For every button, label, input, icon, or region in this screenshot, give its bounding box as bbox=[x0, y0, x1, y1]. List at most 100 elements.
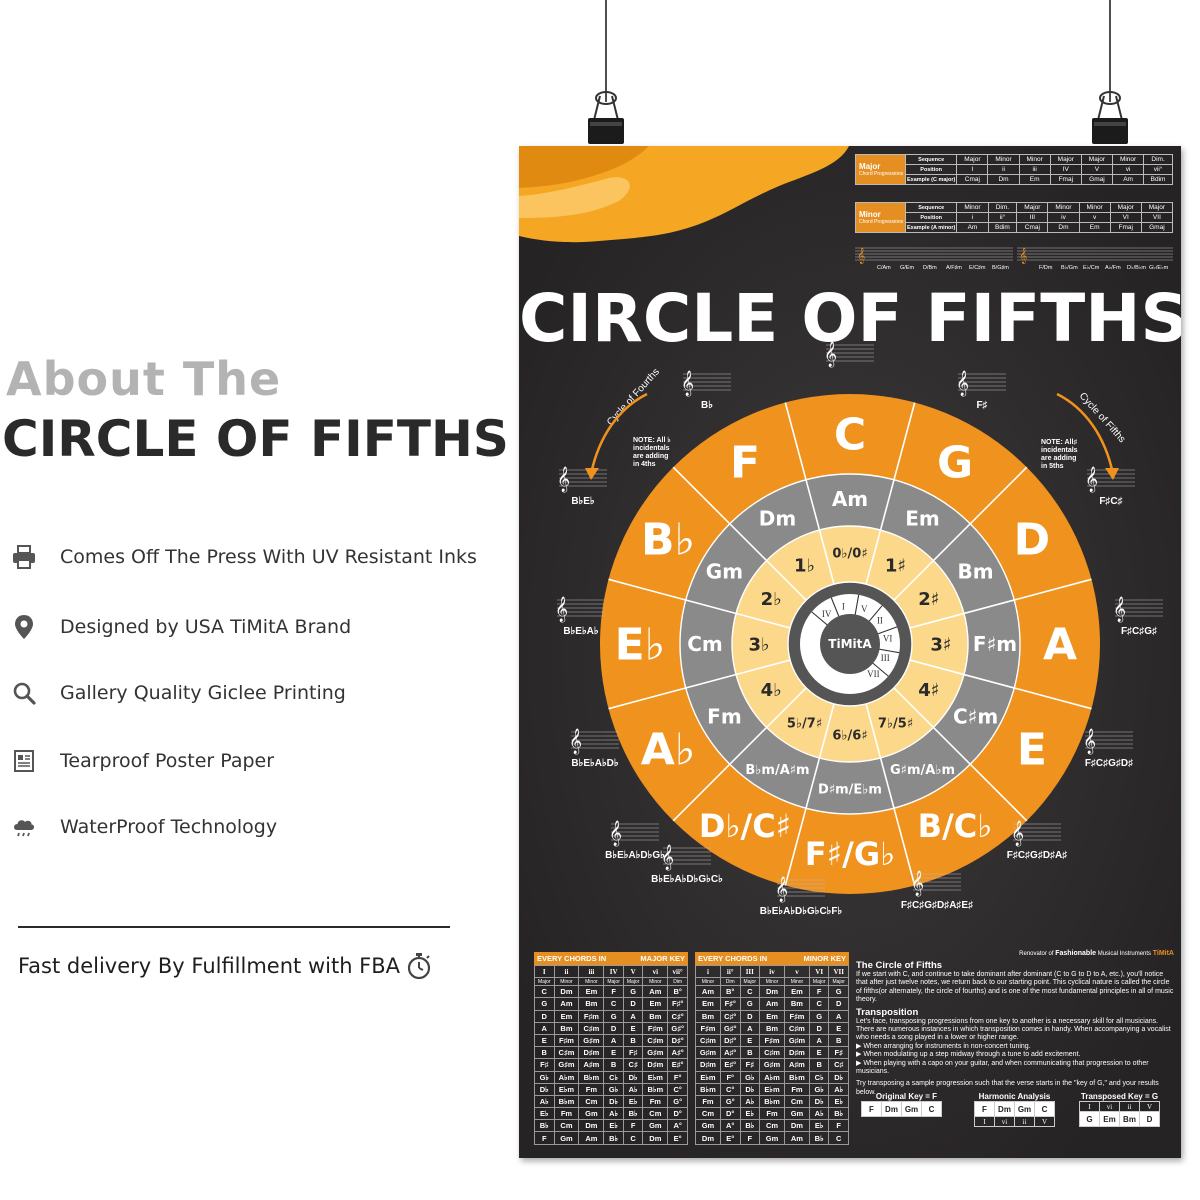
staff-label: E♭/Cm bbox=[1083, 264, 1100, 271]
svg-text:𝄞: 𝄞 bbox=[911, 870, 924, 896]
brand-logo: TiMitA bbox=[828, 637, 872, 651]
minor-key-label: D♯m/E♭m bbox=[818, 783, 882, 798]
key-signature: 𝄞B♭E♭A♭D♭G♭C♭ bbox=[651, 844, 723, 885]
heading-about: About The bbox=[6, 352, 282, 406]
staff-label: F/Dm bbox=[1039, 265, 1053, 271]
accidental-label: 0♭/0♯ bbox=[832, 547, 867, 562]
key-signature-label: F♯C♯G♯D♯A♯E♯ bbox=[901, 900, 973, 911]
printer-icon bbox=[10, 543, 38, 571]
key-signature: 𝄞B♭ bbox=[681, 370, 731, 411]
staff-label: A♭/Fm bbox=[1105, 264, 1121, 271]
staff-label: E/C♯m bbox=[969, 265, 986, 271]
svg-text:𝄞: 𝄞 bbox=[775, 876, 788, 902]
roman-numeral: VII bbox=[867, 669, 880, 679]
accidental-label: 1♭ bbox=[794, 555, 815, 576]
key-signature: 𝄞 B♭E♭A♭D♭G♭C♭F♭ bbox=[760, 876, 843, 917]
circle-paragraph: If we start with C, and continue to take… bbox=[856, 971, 1174, 1004]
svg-text:𝄞: 𝄞 bbox=[555, 596, 568, 622]
accidental-label: 6♭/6♯ bbox=[832, 729, 867, 744]
svg-text:𝄞: 𝄞 bbox=[661, 844, 674, 870]
major-key-label: D♭/C♯ bbox=[699, 807, 791, 845]
accidental-label: 2♯ bbox=[918, 589, 939, 610]
key-signature-label: B♭E♭A♭ bbox=[563, 626, 599, 637]
segment-divider bbox=[865, 402, 916, 585]
transposition-bullets: ▶ When arranging for instruments in non-… bbox=[856, 1042, 1149, 1076]
roman-numeral: I bbox=[842, 602, 845, 612]
staff-label: A/F♯m bbox=[946, 265, 962, 271]
key-signature: 𝄞 B♭E♭A♭ bbox=[555, 596, 605, 637]
svg-text:𝄞: 𝄞 bbox=[569, 728, 582, 754]
segment-divider bbox=[865, 703, 916, 886]
accidental-label: 2♭ bbox=[761, 589, 782, 610]
svg-text:𝄞: 𝄞 bbox=[1019, 248, 1027, 264]
document-icon bbox=[10, 747, 38, 775]
key-signature-label: F♯C♯G♯ bbox=[1121, 626, 1157, 637]
key-signature: 𝄞B♭E♭A♭D♭G♭ bbox=[605, 820, 665, 861]
svg-text:𝄞: 𝄞 bbox=[609, 820, 622, 846]
try-paragraph: Try transposing a sample progression suc… bbox=[856, 1080, 1159, 1096]
staff-label: C/Am bbox=[877, 265, 891, 271]
segment-divider bbox=[893, 466, 1028, 601]
roman-numeral: II bbox=[877, 616, 883, 626]
hanging-clips bbox=[588, 0, 1128, 144]
minor-key-label: Am bbox=[832, 487, 868, 511]
segment-divider bbox=[893, 687, 1028, 822]
minor-key-label: Cm bbox=[687, 632, 723, 656]
note-right: in 5ths bbox=[1041, 463, 1064, 470]
note-left: in 4ths bbox=[633, 461, 656, 468]
key-signature-label: B♭E♭A♭D♭G♭C♭F♭ bbox=[760, 906, 843, 917]
major-key-label: F bbox=[730, 438, 760, 489]
staff-label: G♭/E♭m bbox=[1149, 264, 1169, 271]
key-signature-label: B♭E♭ bbox=[571, 496, 595, 507]
staff-label: B♭/Gm bbox=[1061, 264, 1078, 271]
svg-text:𝄞: 𝄞 bbox=[824, 341, 837, 367]
svg-text:𝄞: 𝄞 bbox=[1083, 728, 1096, 754]
minor-key-label: Gm bbox=[706, 560, 743, 584]
segment-divider bbox=[909, 659, 1092, 710]
segment-divider bbox=[784, 703, 835, 886]
poster-artwork: CGDAEB/C♭F♯/G♭D♭/C♯A♭E♭B♭FAmEmBmF♯mC♯mG♯… bbox=[519, 146, 1181, 1158]
location-pin-icon bbox=[10, 613, 38, 641]
major-key-label: B/C♭ bbox=[918, 807, 993, 845]
feature-label: Designed by USA TiMitA Brand bbox=[60, 616, 352, 638]
segment-divider bbox=[672, 687, 807, 822]
feature-item-waterproof: WaterProof Technology bbox=[10, 812, 277, 842]
svg-text:𝄞: 𝄞 bbox=[1113, 596, 1126, 622]
key-signature: 𝄞F♯C♯G♯D♯A♯ bbox=[1007, 820, 1068, 861]
heading-circle-of-fifths: CIRCLE OF FIFTHS bbox=[2, 410, 509, 468]
major-key-label: B♭ bbox=[641, 514, 695, 565]
minor-key-label: Em bbox=[905, 506, 940, 530]
staff-label: D♭/B♭m bbox=[1127, 264, 1146, 271]
key-signature: 𝄞F♯ bbox=[956, 370, 1006, 411]
feature-item-tearproof: Tearproof Poster Paper bbox=[10, 746, 274, 776]
minor-key-label: Dm bbox=[759, 506, 796, 530]
feature-label: Comes Off The Press With UV Resistant In… bbox=[60, 546, 477, 568]
roman-numeral: IV bbox=[822, 609, 832, 619]
key-signature: 𝄞B♭E♭ bbox=[557, 466, 607, 507]
rain-cloud-icon bbox=[10, 813, 38, 841]
accidental-label: 4♯ bbox=[918, 680, 939, 701]
note-left: incidentals bbox=[633, 445, 670, 452]
minor-key-label: G♯m/A♭m bbox=[890, 763, 955, 778]
transposition-paragraph: Let's face, transposing progressions fro… bbox=[856, 1017, 1171, 1042]
svg-text:𝄞: 𝄞 bbox=[1011, 820, 1024, 846]
svg-text:𝄞: 𝄞 bbox=[857, 248, 865, 264]
